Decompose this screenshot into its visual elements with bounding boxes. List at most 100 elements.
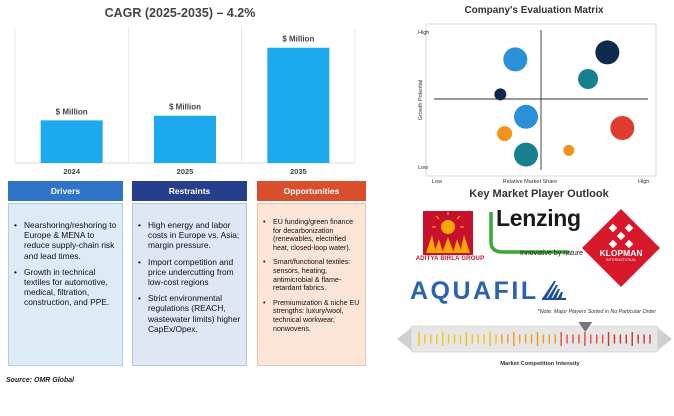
lenzing-tagline: Innovative by nature	[520, 250, 584, 257]
intensity-tick	[501, 334, 503, 344]
matrix-bubble	[503, 47, 528, 72]
data-label: $ Million	[169, 103, 201, 112]
bar	[154, 115, 216, 163]
intensity-label: Market Competition Intensity	[500, 361, 580, 367]
intensity-tick	[489, 332, 491, 346]
players-title: Key Market Player Outlook	[469, 188, 609, 200]
intensity-tick	[447, 334, 450, 344]
intensity-tick	[601, 334, 604, 344]
aquafil-name: AQUAFIL	[410, 277, 539, 305]
intensity-tick	[607, 332, 610, 346]
opportunities-panel: EU funding/green finance for decarboniza…	[257, 203, 366, 366]
intensity-tick	[465, 332, 468, 346]
restraints-item: Strict environmental regulations (REACH,…	[138, 293, 243, 334]
intensity-tick	[643, 334, 645, 344]
restraints-item: High energy and labor costs in Europe vs…	[138, 220, 243, 251]
data-label: $ Million	[282, 35, 314, 44]
intensity-tick	[524, 334, 527, 344]
cagr-bar-chart: CAGR (2025-2035) – 4.2% $ Million 2024 $ M…	[14, 6, 356, 176]
klopman-subtitle: INTERNATIONAL	[605, 258, 637, 262]
x-tick-label: 2024	[63, 167, 81, 176]
aditya-birla-logo	[423, 211, 473, 255]
x-tick-label: 2035	[290, 167, 307, 176]
matrix-bubble	[494, 88, 507, 101]
restraints-item: Import competition and price undercuttin…	[138, 257, 243, 288]
matrix-bubble	[578, 69, 599, 89]
intensity-tick	[572, 334, 574, 344]
drivers-header: Drivers	[8, 181, 123, 201]
lenzing-logo	[489, 212, 569, 254]
opportunities-item: EU funding/green finance for decarboniza…	[263, 218, 363, 252]
opportunities-list: EU funding/green finance for decarboniza…	[263, 218, 363, 333]
intensity-tick	[424, 334, 426, 344]
klopman-name: KLOPMAN	[599, 248, 643, 258]
x-tick-low: Low	[432, 179, 442, 185]
intensity-arrow-left	[397, 328, 411, 350]
matrix-bubble	[514, 104, 539, 129]
lenzing-name: Lenzing	[496, 205, 581, 231]
intensity-tick	[477, 334, 479, 344]
intensity-tick	[536, 332, 539, 346]
bar	[40, 120, 103, 163]
opportunities-header: Opportunities	[257, 181, 366, 201]
x-tick-high: High	[638, 179, 649, 185]
intensity-tick	[430, 334, 432, 344]
intensity-tick	[507, 334, 509, 344]
intensity-tick	[518, 334, 521, 344]
intensity-tick	[483, 334, 485, 344]
intensity-tick	[613, 334, 616, 344]
restraints-list: High energy and labor costs in Europe vs…	[138, 220, 243, 334]
x-axis-label: Relative Market Share	[503, 179, 557, 185]
matrix-title: Company's Evaluation Matrix	[464, 5, 604, 16]
intensity-tick	[453, 334, 456, 344]
drivers-list: Nearshoring/reshoring to Europe & MENA t…	[14, 220, 119, 308]
intensity-tick	[459, 334, 462, 344]
intensity-tick	[436, 334, 438, 344]
intensity-tick	[649, 334, 651, 344]
aquafil-wave-icon	[542, 281, 566, 300]
matrix-bubble	[595, 40, 620, 65]
intensity-tick	[584, 332, 586, 346]
bar	[267, 47, 330, 164]
aditya-birla-name: ADITYA BIRLA GROUP	[415, 256, 485, 262]
matrix-bubble	[610, 116, 635, 140]
intensity-tick	[554, 334, 556, 344]
intensity-tick	[590, 334, 592, 344]
intensity-tick	[495, 334, 497, 344]
intensity-tick	[566, 334, 568, 344]
intensity-tick	[471, 334, 474, 344]
intensity-tick	[625, 334, 628, 344]
matrix-bubble	[563, 144, 575, 156]
opportunities-item: Smart/functional textiles: sensors, heat…	[263, 258, 363, 292]
y-tick-high: High	[418, 30, 429, 36]
matrix-bubble	[497, 126, 513, 142]
intensity-tick	[578, 334, 580, 344]
intensity-tick	[530, 334, 533, 344]
intensity-tick	[418, 332, 420, 346]
evaluation-matrix: High Low Growth Potential Low High Relat…	[418, 23, 657, 185]
y-tick-low: Low	[418, 165, 428, 171]
x-tick-label: 2025	[177, 167, 194, 176]
intensity-tick	[631, 332, 633, 346]
y-axis-label: Growth Potential	[418, 80, 424, 121]
data-label: $ Million	[56, 107, 88, 116]
competition-intensity-bar	[397, 322, 672, 353]
source-note: Source: OMR Global	[6, 377, 75, 384]
klopman-logo	[582, 209, 660, 287]
intensity-tick	[441, 332, 444, 346]
intensity-tick	[560, 332, 562, 346]
intensity-tick	[513, 332, 515, 346]
players-note: *Note: Major Players Sorted in No Partic…	[537, 309, 656, 315]
chart-title: CAGR (2025-2035) – 4.2%	[105, 6, 256, 20]
intensity-marker	[578, 322, 593, 332]
intensity-tick	[542, 334, 545, 344]
intensity-arrow-right	[658, 328, 672, 350]
drivers-item: Growth in technical textiles for automot…	[14, 267, 119, 308]
opportunities-item: Premiumization & niche EU strengths: lux…	[263, 299, 363, 333]
restraints-panel: High energy and labor costs in Europe vs…	[132, 203, 247, 366]
drivers-item: Nearshoring/reshoring to Europe & MENA t…	[14, 220, 119, 261]
intensity-tick	[548, 334, 551, 344]
intensity-tick	[619, 334, 622, 344]
drivers-panel: Nearshoring/reshoring to Europe & MENA t…	[8, 203, 123, 366]
intensity-tick	[595, 334, 598, 344]
